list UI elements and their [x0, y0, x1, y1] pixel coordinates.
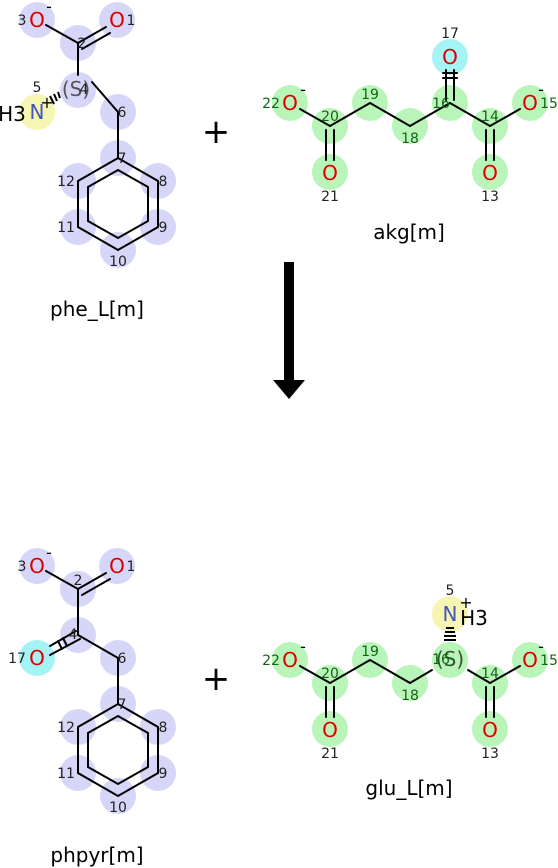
akg-atom-o22: O [282, 91, 298, 115]
glu-index-16: 16 [432, 652, 450, 668]
phe-charge-o3: - [46, 0, 52, 16]
akg-index-19: 19 [361, 87, 379, 103]
akg-charge-o22: - [300, 80, 306, 99]
phe-index-12: 12 [57, 174, 75, 190]
phe-index-3: 3 [18, 13, 27, 29]
phpyr-atom-highlights [19, 548, 176, 814]
phpyr-index-17: 17 [8, 651, 26, 667]
phpyr-index-1: 1 [127, 559, 136, 575]
phpyr-o17-highlight [19, 640, 55, 676]
phpyr-index-6: 6 [118, 651, 127, 667]
phe-stereo-s4: (S) [62, 77, 90, 101]
phe-stereo-hash [49, 91, 61, 105]
akg-charge-o15: - [538, 80, 544, 99]
akg-index-17: 17 [441, 26, 459, 42]
glu-atom-o22: O [282, 648, 298, 672]
glu-index-5: 5 [446, 583, 455, 599]
phpyr-atom-o17: O [29, 646, 45, 670]
phpyr-index-4: 4 [69, 627, 78, 643]
glu-atom-o21: O [322, 718, 338, 742]
phpyr-index-12: 12 [57, 720, 75, 736]
phe-atom-highlights [19, 2, 176, 268]
glu-index-19: 19 [361, 644, 379, 660]
phe-index-4: 4 [80, 82, 89, 98]
phe-index-9: 9 [159, 220, 168, 236]
akg-index-15: 15 [540, 96, 558, 112]
akg-atom-highlights [272, 85, 548, 190]
glu-index-18: 18 [401, 688, 419, 704]
glu-h3-suffix: H3 [460, 606, 488, 630]
phpyr-atom-o1: O [109, 554, 125, 578]
glu-atom-o15: O [522, 648, 538, 672]
phpyr-index-8: 8 [159, 720, 168, 736]
plus-bottom: + [202, 659, 231, 699]
akg-atom-o17: O [442, 45, 458, 69]
phpyr-charge-o3: - [46, 543, 52, 562]
akg-atom-o13: O [482, 161, 498, 185]
akg-index-18: 18 [401, 131, 419, 147]
glu-index-21: 21 [321, 746, 339, 762]
phpyr-index-11: 11 [57, 766, 75, 782]
akg-index-21: 21 [321, 189, 339, 205]
phe-index-1: 1 [127, 13, 136, 29]
phe-index-10: 10 [109, 254, 127, 270]
phe-index-7: 7 [118, 151, 127, 167]
akg-atom-o21: O [322, 161, 338, 185]
phpyr-index-9: 9 [159, 766, 168, 782]
phe-index-11: 11 [57, 220, 75, 236]
glu-index-22: 22 [262, 653, 280, 669]
glu-index-13: 13 [481, 746, 499, 762]
phe-index-2: 2 [78, 36, 87, 52]
glu-index-15: 15 [540, 653, 558, 669]
akg-index-20: 20 [321, 109, 339, 125]
glu-index-20: 20 [321, 666, 339, 682]
glu-charge-o22: - [300, 637, 306, 656]
molecule-phe: O - 3 O 1 2 (S) 4 5 N H3 + 6 7 8 9 10 11… [0, 0, 176, 321]
phe-name: phe_L[m] [50, 297, 144, 321]
glu-name: glu_L[m] [365, 776, 452, 800]
plus-top: + [202, 112, 231, 152]
glu-charge-o15: - [538, 637, 544, 656]
akg-index-16: 16 [432, 96, 450, 112]
phpyr-bonds [45, 570, 159, 798]
phpyr-index-2: 2 [74, 573, 83, 589]
akg-o17-highlight [432, 39, 468, 75]
glu-atom-n5: N [443, 602, 458, 626]
phpyr-name: phpyr[m] [50, 843, 143, 867]
glu-index-14: 14 [481, 666, 499, 682]
phe-atom-o3: O [29, 8, 45, 32]
glu-charge-n5: + [459, 593, 472, 612]
molecule-akg: O - 22 20 19 18 16 17 O 14 O - 15 O 21 O… [262, 26, 558, 244]
phpyr-atom-o3: O [29, 554, 45, 578]
phe-index-8: 8 [159, 174, 168, 190]
phe-n5-highlight [19, 94, 55, 130]
phpyr-index-7: 7 [118, 697, 127, 713]
phe-atom-n5: N [30, 100, 45, 124]
akg-bonds [299, 69, 521, 161]
akg-atom-o15: O [522, 91, 538, 115]
glu-n5-highlight [432, 596, 468, 632]
reaction-arrow [273, 262, 305, 399]
akg-index-22: 22 [262, 96, 280, 112]
phe-index-5: 5 [33, 80, 42, 96]
molecule-phpyr: O - 3 O 1 2 4 O 17 6 7 8 9 10 11 12 phpy… [8, 543, 176, 867]
akg-name: akg[m] [373, 220, 445, 244]
akg-index-13: 13 [481, 189, 499, 205]
phe-charge-n5: + [40, 93, 53, 112]
molecule-glu: O - 22 20 19 18 (S) 16 5 N H3 + 14 O - 1… [262, 583, 558, 800]
phpyr-index-3: 3 [18, 559, 27, 575]
glu-stereo-s16: (S) [436, 647, 464, 671]
phe-bonds [45, 24, 159, 252]
glu-atom-o13: O [482, 718, 498, 742]
phe-h3-prefix: H3 [0, 102, 26, 126]
phpyr-index-10: 10 [109, 800, 127, 816]
phe-atom-o1: O [109, 8, 125, 32]
phe-index-6: 6 [118, 105, 127, 121]
akg-index-14: 14 [481, 109, 499, 125]
glu-stereo-hash [444, 627, 456, 641]
glu-bonds [299, 659, 521, 718]
